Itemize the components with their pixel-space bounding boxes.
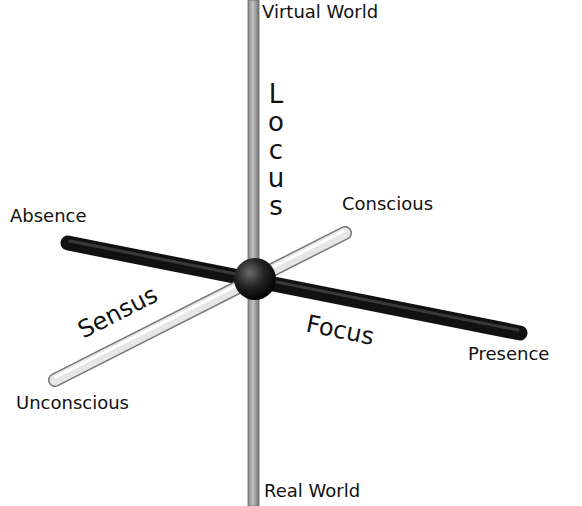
axis-end-label: Virtual World	[262, 2, 378, 23]
sensus-rod	[55, 233, 345, 380]
sensus-rod-outline	[55, 233, 345, 380]
axis-end-label: Presence	[468, 344, 549, 365]
origin-sphere	[234, 258, 276, 300]
sensus-rod-highlight	[56, 231, 344, 377]
axis-end-label: Unconscious	[16, 393, 129, 414]
axis-end-label: Real World	[264, 481, 360, 502]
axis-name: Focus	[304, 311, 377, 352]
axis-end-label: Conscious	[342, 194, 433, 215]
axis-end-label: Absence	[10, 206, 87, 227]
axis-name: Locus	[263, 80, 289, 220]
locus-rod	[248, 0, 259, 506]
